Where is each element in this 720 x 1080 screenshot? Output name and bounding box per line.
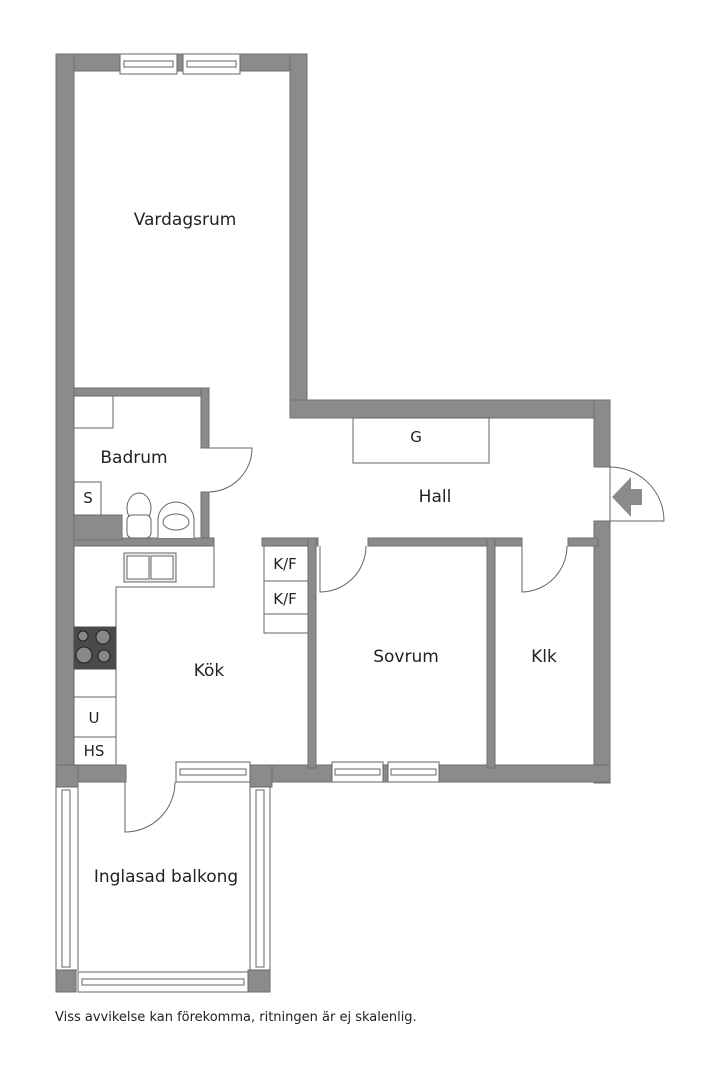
room-kok: Kök: [193, 661, 225, 681]
room-sovrum: Sovrum: [373, 647, 439, 667]
room-vardagsrum: Vardagsrum: [133, 210, 237, 230]
wardrobe-g: [352, 417, 490, 464]
fixture-s-cabinet: S: [83, 489, 93, 507]
balcony-glazing: [55, 786, 271, 993]
room-hall: Hall: [418, 487, 452, 507]
fixture-hs: HS: [83, 742, 105, 760]
kitchen-counters: [73, 545, 309, 766]
fixture-g-wardrobe: G: [410, 428, 422, 446]
doors: [124, 447, 665, 833]
disclaimer-text: Viss avvikelse kan förekomma, ritningen …: [55, 1010, 417, 1025]
room-inglasad-balkong: Inglasad balkong: [93, 867, 239, 887]
room-badrum: Badrum: [100, 448, 168, 468]
fixture-kf-1: K/F: [273, 555, 297, 573]
fixture-kf-2: K/F: [273, 590, 297, 608]
window-kok-balkong: [175, 761, 251, 783]
stove-icon: [75, 629, 111, 664]
bathroom-fixtures: [73, 395, 195, 539]
room-klk: Klk: [531, 647, 557, 667]
fixture-u: U: [88, 709, 100, 727]
entrance-arrow-icon: [612, 477, 642, 517]
windows-sovrum: [331, 761, 440, 783]
windows-vardagsrum: [119, 53, 241, 75]
